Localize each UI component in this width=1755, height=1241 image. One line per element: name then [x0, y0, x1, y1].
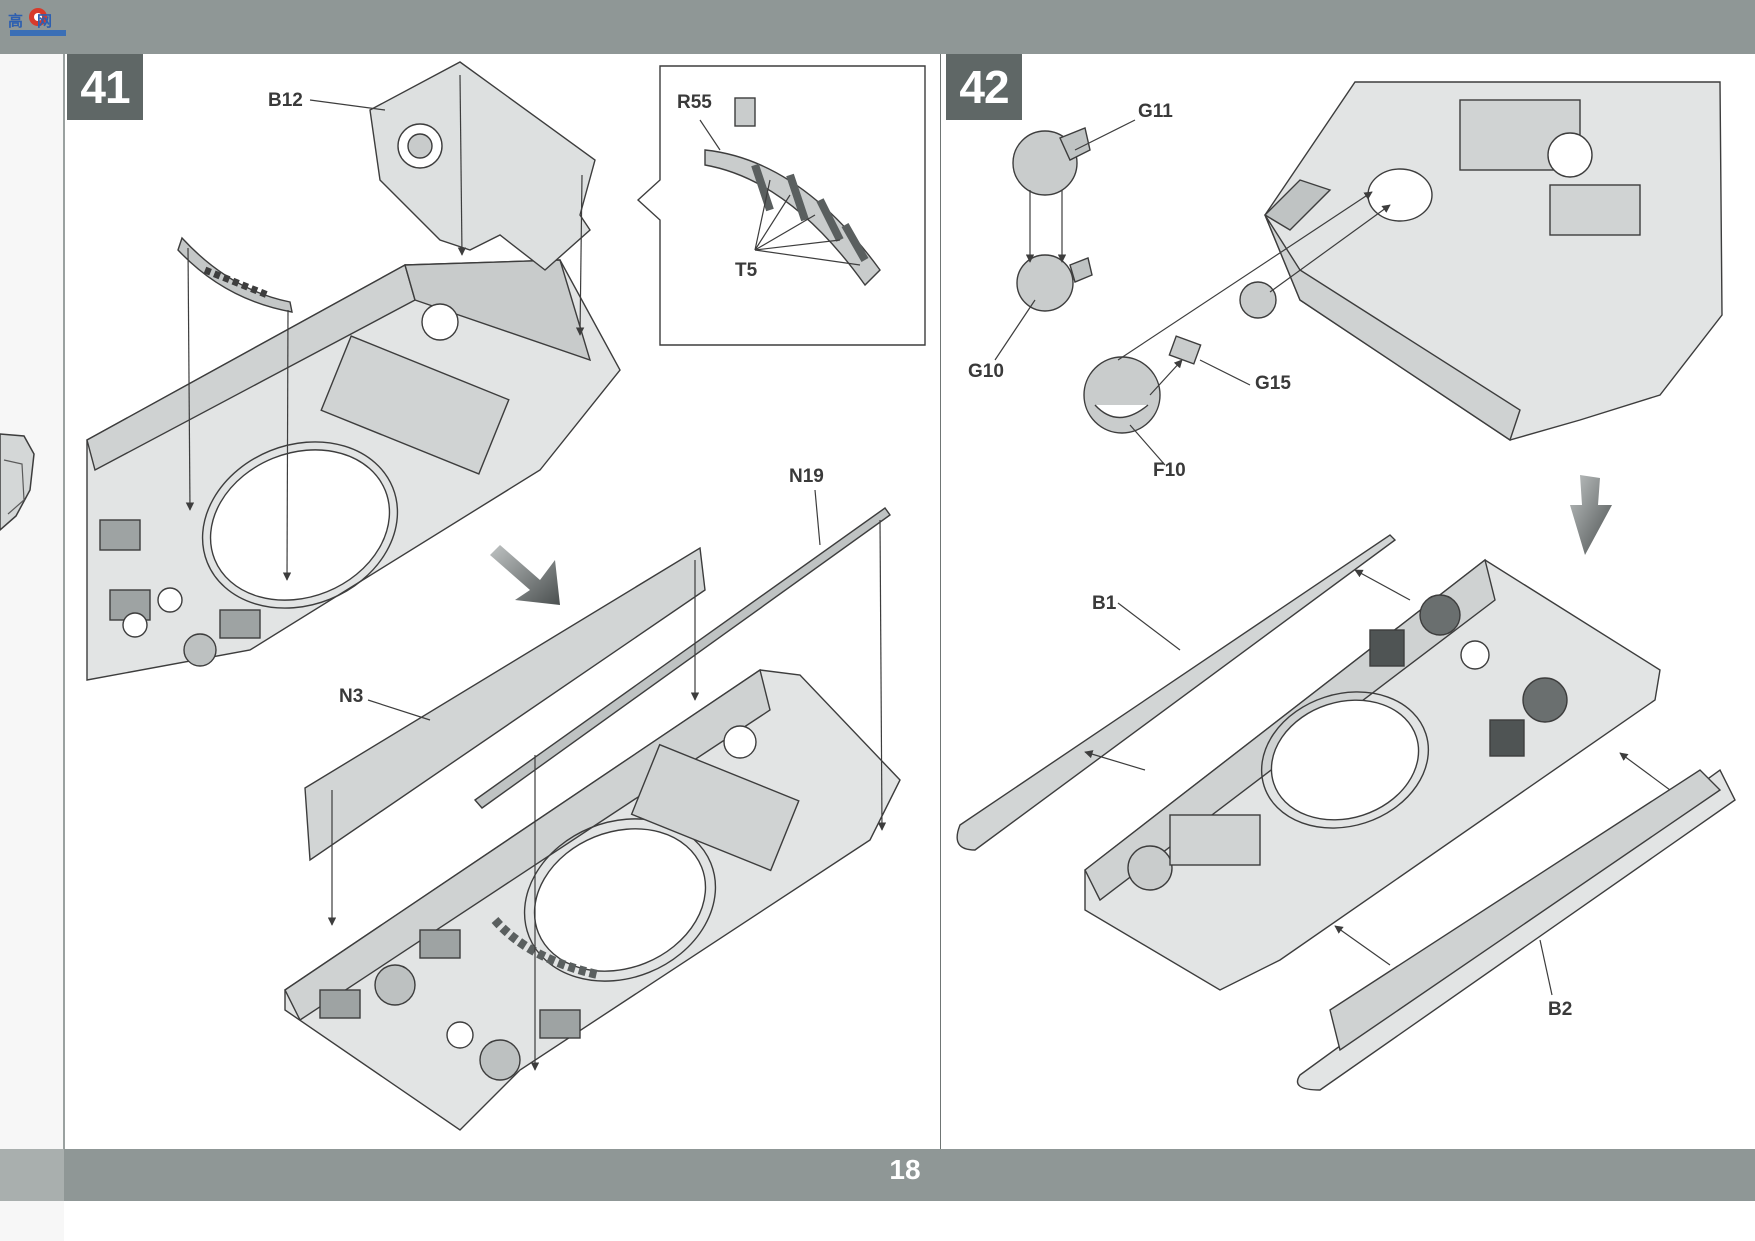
site-logo: 高网 — [2, 4, 68, 38]
previous-step-fragment — [0, 433, 35, 531]
footer-band — [64, 1149, 1755, 1201]
label-g11: G11 — [1138, 101, 1173, 122]
step-42-badge: 42 — [946, 54, 1022, 120]
label-n19: N19 — [789, 466, 824, 487]
logo-text: 高网 — [8, 13, 67, 30]
page-number: 18 — [889, 1154, 921, 1185]
footer-left — [0, 1149, 64, 1201]
label-r55: R55 — [677, 92, 712, 113]
margin-rule — [63, 54, 65, 1149]
label-b12: B12 — [268, 90, 303, 111]
step-42-illustration — [956, 81, 1736, 1091]
header-band — [0, 0, 1755, 54]
step-41-badge: 41 — [67, 54, 143, 120]
label-b2: B2 — [1548, 999, 1573, 1020]
site-logo-icon — [10, 8, 66, 36]
step-41-leaders — [185, 74, 887, 1071]
label-f10: F10 — [1153, 460, 1186, 481]
label-g15: G15 — [1255, 373, 1291, 394]
label-b1: B1 — [1092, 593, 1117, 614]
label-n3: N3 — [339, 686, 364, 707]
left-margin — [0, 54, 64, 1241]
step-42-leaders — [994, 119, 1671, 996]
label-g10: G10 — [968, 361, 1004, 382]
label-t5: T5 — [735, 260, 758, 281]
step-41-illustration — [86, 61, 926, 1131]
step-divider — [940, 54, 941, 1149]
